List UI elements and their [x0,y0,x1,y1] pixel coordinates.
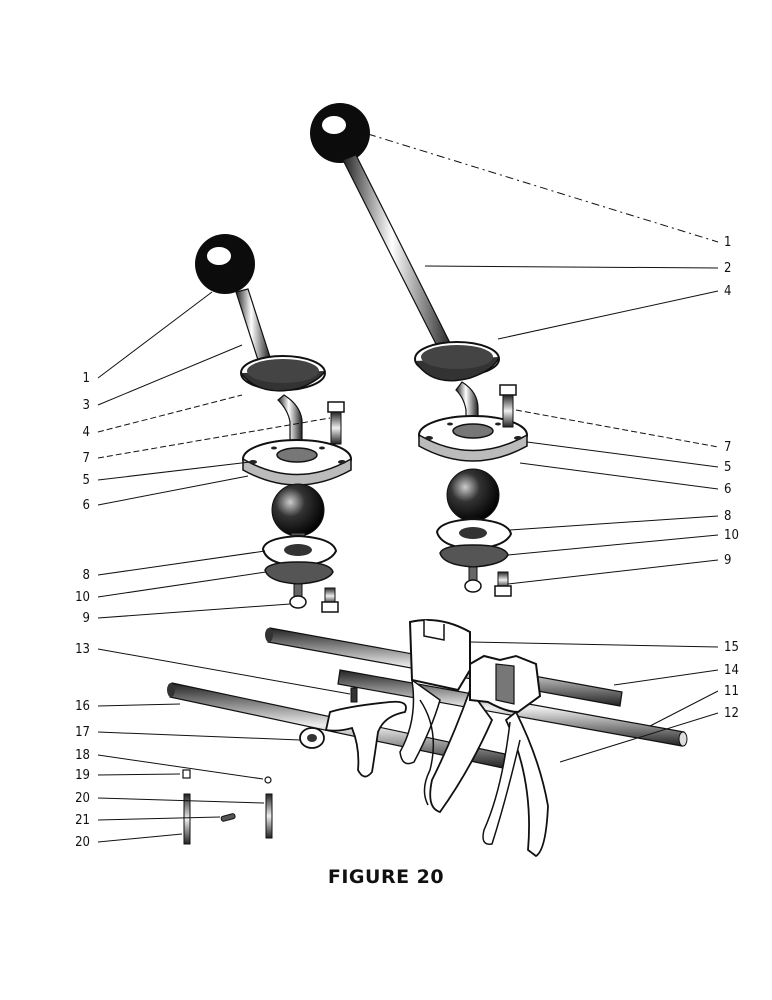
callout-label: 10 [75,590,90,605]
callout-label: 2 [724,261,731,276]
left-lever-shaft [235,288,271,361]
callout-label: 3 [83,398,90,413]
left-gear-lever-assembly [195,234,352,613]
callout-label: 7 [724,440,731,455]
callout-label: 17 [75,725,90,740]
right-lever-knob [310,103,370,163]
right-flange [418,415,528,462]
callout-label: 5 [83,473,90,488]
right-flange-bolt [499,384,517,428]
right-ball-pivot [446,468,500,522]
right-retainer-plates [435,517,513,568]
selector-mechanism [167,619,688,858]
callout-label: 12 [724,706,739,721]
callout-label: 8 [83,568,90,583]
selector-fork-gate [399,619,471,765]
left-gaiter-cup [240,355,326,392]
left-retainer-plates [261,534,338,585]
callout-label: 6 [724,482,731,497]
right-gaiter-cup [414,341,500,382]
callout-label: 4 [724,284,731,299]
callout-label: 4 [83,425,90,440]
right-plate-screws [464,566,512,597]
callout-label: 7 [83,451,90,466]
callout-label: 14 [724,663,739,678]
callout-label: 1 [83,371,90,386]
left-callout-labels: 1 3 4 7 5 6 8 10 9 13 16 17 18 19 20 21 … [75,371,90,850]
right-gear-lever-assembly [310,103,528,597]
callout-label: 6 [83,498,90,513]
left-flange [242,439,352,486]
callout-label: 9 [83,611,90,626]
left-flange-bolt [327,401,345,445]
callout-label: 20 [75,835,90,850]
callout-label: 11 [724,684,739,699]
callout-label: 13 [75,642,90,657]
callout-label: 19 [75,768,90,783]
callout-label: 16 [75,699,90,714]
callout-label: 10 [724,528,739,543]
left-ball-pivot [271,483,325,537]
selector-fork-small [299,687,407,778]
right-lever-shaft [342,154,453,353]
callout-label: 5 [724,460,731,475]
callout-label: 15 [724,640,739,655]
callout-label: 20 [75,791,90,806]
selector-fork-main [469,654,549,858]
right-callout-labels: 1 2 4 7 5 6 8 10 9 15 14 11 12 [724,235,739,721]
callout-label: 1 [724,235,731,250]
callout-label: 9 [724,553,731,568]
figure-caption: FIGURE 20 [327,866,445,888]
interlock-pins [182,769,273,845]
left-plate-screws [289,583,339,613]
left-lever-knob [195,234,255,294]
callout-label: 8 [724,509,731,524]
leader-lines [97,133,719,843]
selector-fork-rear [419,688,494,814]
callout-label: 18 [75,748,90,763]
callout-label: 21 [75,813,90,828]
